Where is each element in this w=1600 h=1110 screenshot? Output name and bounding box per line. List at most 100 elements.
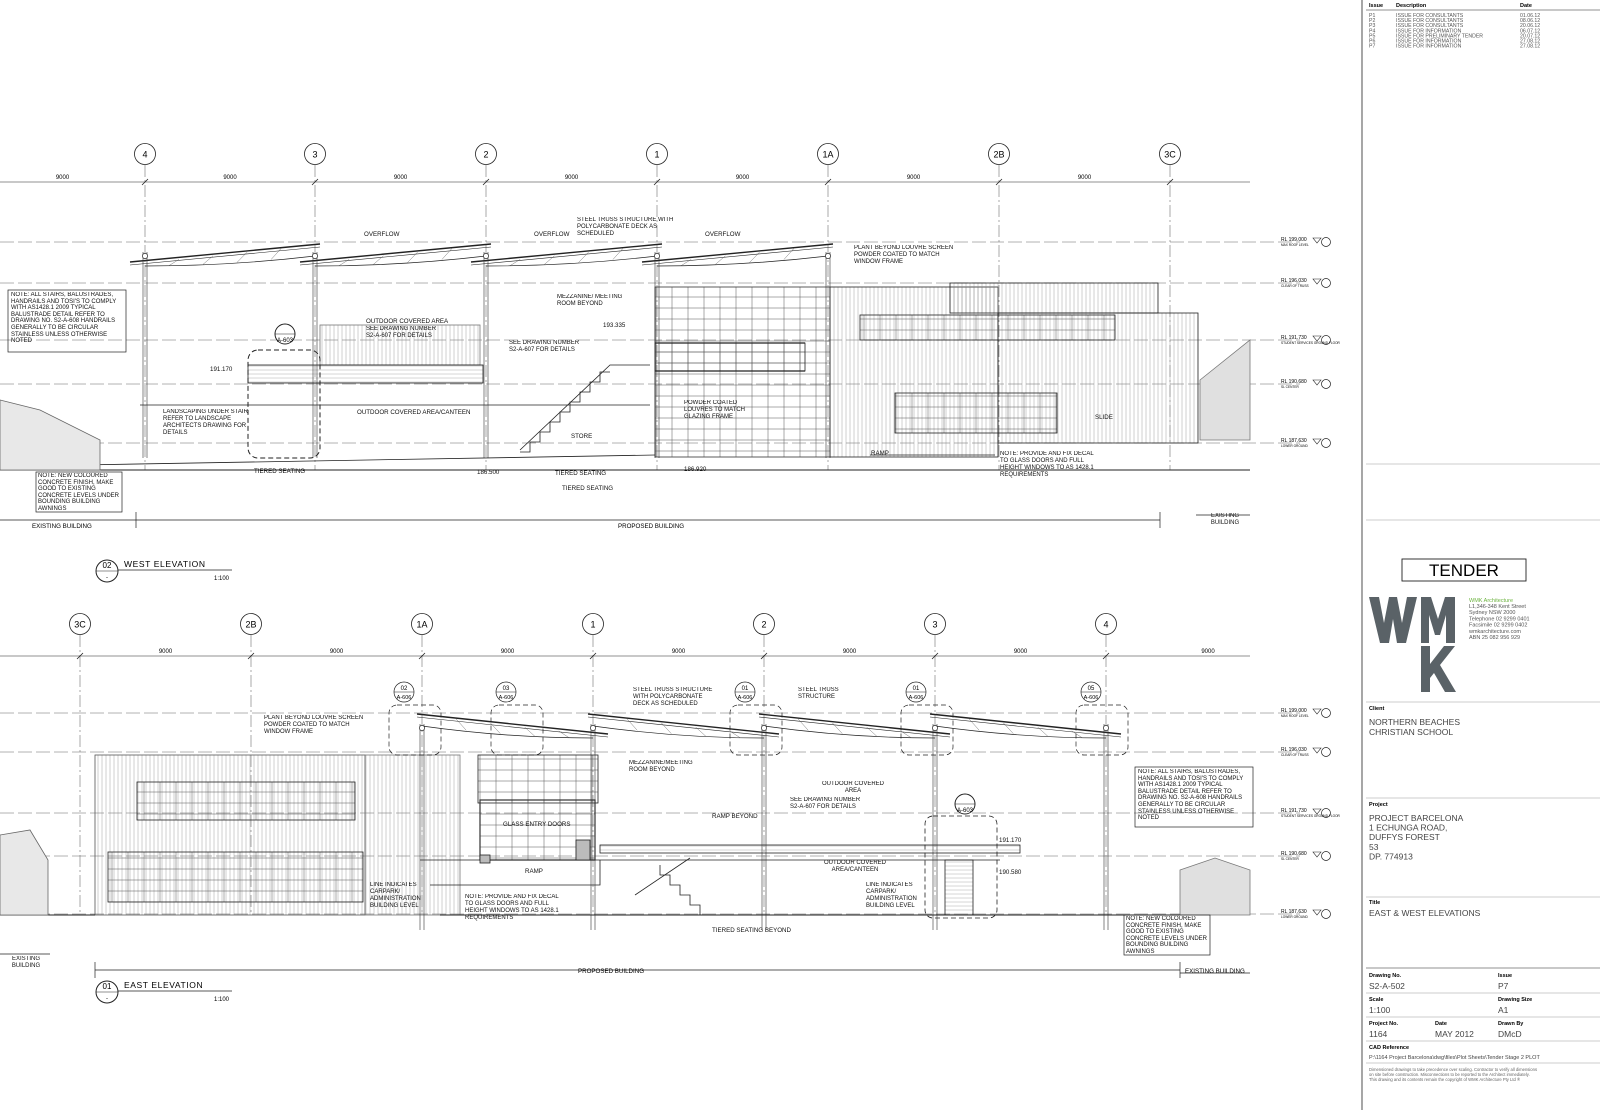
east-grid-label: 4 bbox=[1103, 620, 1108, 630]
west-grid-label: 1 bbox=[654, 150, 659, 160]
east-grid-bubble bbox=[753, 613, 775, 635]
firm-address-line: ABN 25 082 956 929 bbox=[1469, 635, 1520, 641]
west-level-marker bbox=[1312, 335, 1322, 342]
firm-address-line: Sydney NSW 2000 bbox=[1469, 610, 1515, 616]
east-level-190: 190.580 bbox=[999, 869, 1022, 876]
west-truss-web bbox=[441, 248, 452, 260]
east-truss-chord bbox=[421, 725, 594, 739]
rev-issue: P3 bbox=[1369, 23, 1375, 29]
east-truss-web bbox=[524, 726, 535, 737]
rev-header-description: Description bbox=[1396, 3, 1427, 9]
west-roof-deck bbox=[299, 243, 492, 263]
scale-label: Scale bbox=[1369, 997, 1383, 1003]
west-grid-label: 1A bbox=[822, 150, 833, 160]
west-level-rl: RL 190.680 bbox=[1281, 379, 1307, 385]
west-level-rl: RL 191.730 bbox=[1281, 335, 1307, 341]
east-grid-bubble bbox=[240, 613, 262, 635]
west-grid-label: 2B bbox=[993, 150, 1004, 160]
east-grid-bubble bbox=[582, 613, 604, 635]
west-roof-deck-under bbox=[641, 246, 834, 266]
east-roof-deck bbox=[929, 713, 1122, 735]
rev-date: 08.06.12 bbox=[1520, 18, 1540, 24]
east-detail-ref: A-606 bbox=[499, 695, 514, 701]
rev-date: 20.07.12 bbox=[1520, 33, 1540, 39]
east-title-num: 01 bbox=[103, 982, 112, 991]
west-truss-web bbox=[270, 248, 282, 260]
west-truss-web bbox=[202, 255, 214, 265]
east-roof-deck bbox=[587, 713, 780, 735]
east-level-marker bbox=[1312, 851, 1322, 858]
west-grid-bubble bbox=[988, 143, 1010, 165]
west-mezz-label: MEZZANINE/ MEETING ROOM BEYOND bbox=[557, 294, 623, 307]
west-truss-web bbox=[168, 259, 180, 266]
rev-date: 01.06.12 bbox=[1520, 13, 1540, 19]
east-dimension-tick bbox=[418, 652, 426, 660]
project-label: Project bbox=[1369, 802, 1388, 808]
rev-issue: P2 bbox=[1369, 18, 1375, 24]
east-line2-label: LINE INDICATES CARPARK/ ADMINISTRATION B… bbox=[866, 882, 917, 909]
east-truss-web bbox=[1003, 722, 1014, 734]
east-detail-ref: A-606 bbox=[1084, 695, 1099, 701]
east-grid-bubble bbox=[1095, 613, 1117, 635]
east-canteen-label: OUTDOOR COVERED AREA/CANTEEN bbox=[823, 860, 886, 873]
west-dimension-value: 9000 bbox=[736, 175, 750, 181]
east-detail-num: 01 bbox=[913, 686, 920, 692]
west-truss-web bbox=[236, 252, 248, 263]
east-level-marker bbox=[1312, 808, 1322, 815]
east-dimension-tick bbox=[247, 652, 255, 660]
west-roof-deck bbox=[470, 243, 663, 263]
east-dimension-tick bbox=[1102, 652, 1110, 660]
rev-issue: P7 bbox=[1369, 44, 1375, 50]
east-grid-label: 1A bbox=[416, 620, 427, 630]
east-truss-node bbox=[1103, 725, 1109, 731]
project-line: DP. 774913 bbox=[1369, 851, 1413, 861]
west-level-name: LOWER GROUND bbox=[1281, 444, 1308, 448]
drawn-label: Drawn By bbox=[1498, 1021, 1524, 1027]
east-truss-web bbox=[627, 718, 638, 731]
east-building bbox=[0, 754, 1251, 919]
rev-header-issue: Issue bbox=[1369, 3, 1383, 9]
tender-stamp: TENDER bbox=[1429, 561, 1499, 580]
east-proposed: PROPOSED BUILDING bbox=[578, 968, 644, 975]
west-existing-right: EXISTING BUILDING bbox=[1210, 513, 1240, 526]
drawing-title: EAST & WEST ELEVATIONS bbox=[1369, 908, 1481, 918]
east-truss-web bbox=[729, 730, 740, 738]
west-dimension-value: 9000 bbox=[394, 175, 408, 181]
east-scale: 1:100 bbox=[214, 997, 230, 1003]
east-line1-label: LINE INDICATES CARPARK/ ADMINISTRATION B… bbox=[370, 882, 421, 909]
west-level-name: MAX ROOF LEVEL bbox=[1281, 243, 1309, 247]
west-outdoor-label: OUTDOOR COVERED AREA bbox=[366, 318, 449, 325]
east-truss-web bbox=[798, 718, 809, 731]
west-truss-label: STEEL TRUSS STRUCTURE WITH POLYCARBONATE… bbox=[577, 217, 674, 237]
east-level-circle bbox=[1321, 808, 1331, 818]
east-truss-web bbox=[900, 730, 911, 738]
west-tiered-3: TIERED SEATING bbox=[562, 485, 613, 492]
west-truss-web bbox=[612, 248, 623, 260]
east-dimension-value: 9000 bbox=[501, 649, 515, 655]
west-dimension-tick bbox=[141, 178, 149, 186]
east-dimension-value: 9000 bbox=[1014, 649, 1028, 655]
east-dimension-value: 9000 bbox=[330, 649, 344, 655]
west-title-num: 02 bbox=[103, 561, 112, 570]
west-dimension-tick bbox=[824, 178, 832, 186]
east-mezz-label: MEZZANINE/MEETING ROOM BEYOND bbox=[629, 760, 693, 773]
east-detail-frame bbox=[490, 704, 544, 756]
svg-text:-: - bbox=[106, 996, 108, 1002]
east-dimension-tick bbox=[76, 652, 84, 660]
west-dimension-tick bbox=[995, 178, 1003, 186]
east-truss-label: STEEL TRUSS STRUCTURE WITH POLYCARBONATE… bbox=[633, 687, 713, 707]
rev-issue: P6 bbox=[1369, 39, 1375, 45]
east-title: EAST ELEVATION bbox=[124, 980, 203, 990]
west-level-marker bbox=[1312, 438, 1322, 445]
east-truss-node bbox=[590, 725, 596, 731]
west-truss-chord bbox=[314, 255, 487, 267]
rev-issue: P5 bbox=[1369, 33, 1375, 39]
west-truss-node bbox=[142, 253, 148, 259]
east-truss-web bbox=[969, 718, 980, 731]
